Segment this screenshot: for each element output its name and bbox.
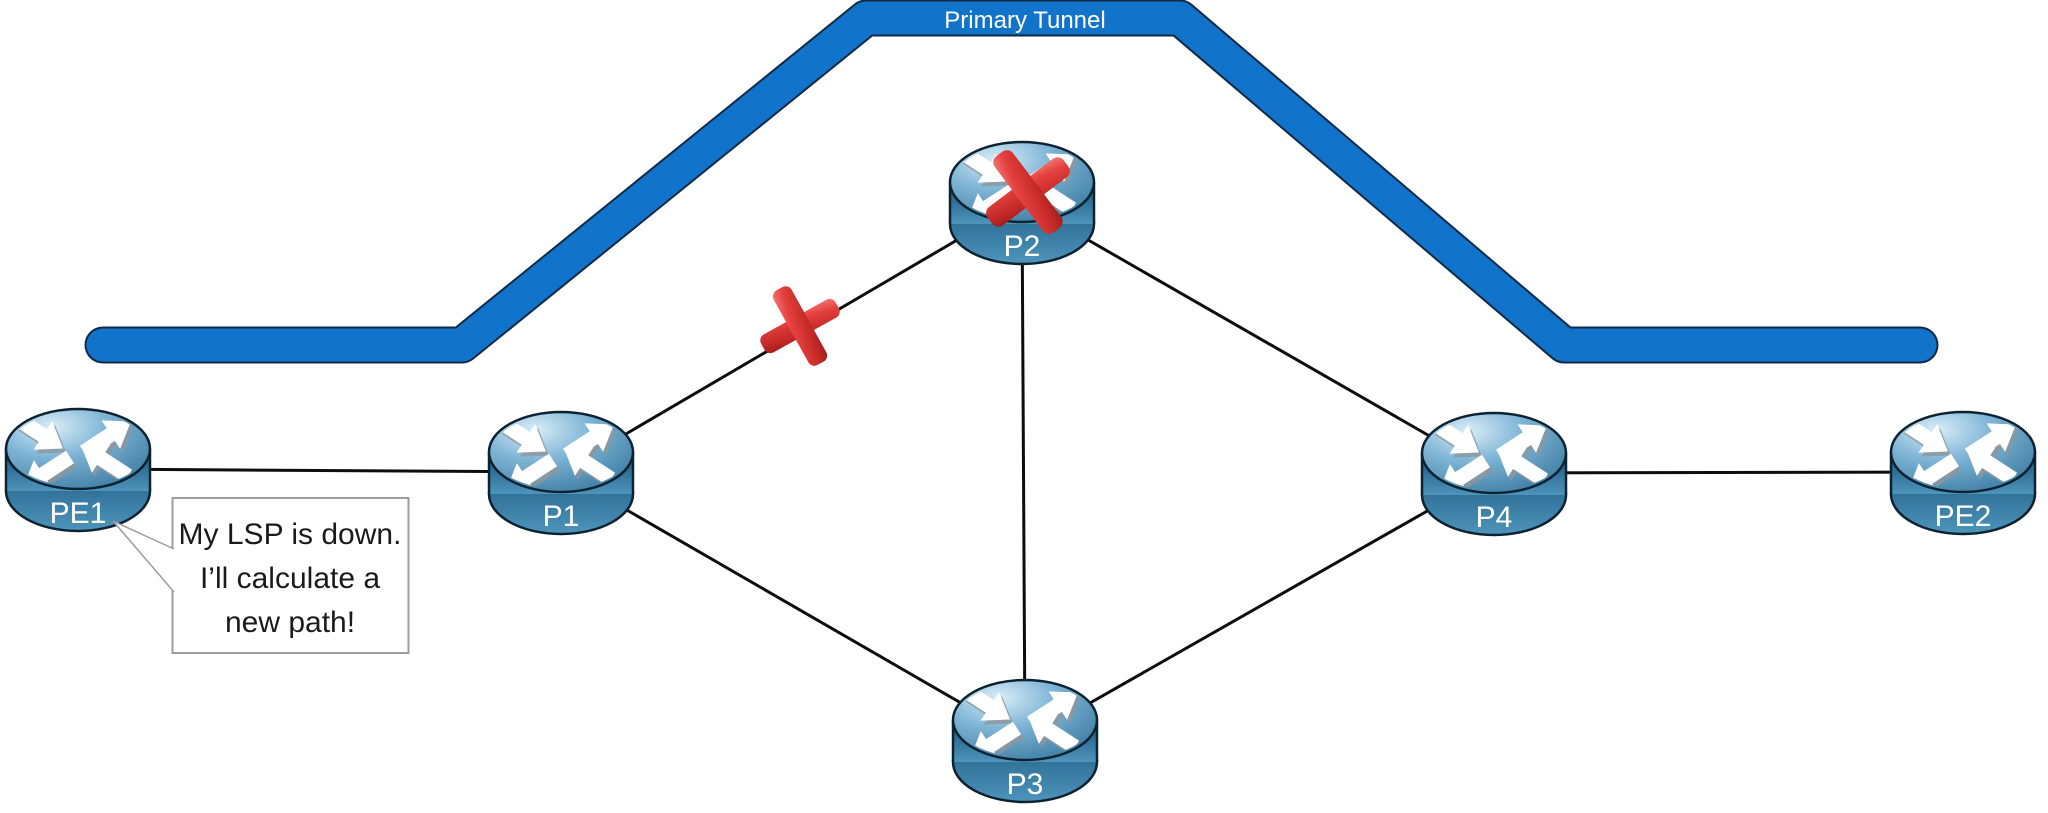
link-pe1-p1 <box>77 467 562 474</box>
router-p3: P3 <box>953 675 1097 802</box>
callout-box <box>171 497 410 654</box>
link-p1-p3 <box>560 470 1026 742</box>
router-label-p1: P1 <box>543 500 580 533</box>
primary-tunnel-label: Primary Tunnel <box>944 7 1105 34</box>
callout-line-2: I’ll calculate a <box>200 562 380 595</box>
callout-line-3: new path! <box>225 606 355 639</box>
primary-tunnel: Primary Tunnel <box>84 0 1939 364</box>
router-label-p4: P4 <box>1476 501 1513 534</box>
link-p4-pe2 <box>1493 470 1964 475</box>
router-label-p3: P3 <box>1007 768 1044 801</box>
router-p4: P4 <box>1422 408 1566 535</box>
link-p2-p4 <box>1021 200 1495 475</box>
router-pe1: PE1 <box>6 404 150 531</box>
callout-tail <box>112 520 175 593</box>
link-p2-p3 <box>1020 201 1027 741</box>
lsp-callout-bubble: My LSP is down. I’ll calculate a new pat… <box>112 497 410 654</box>
primary-tunnel-band <box>86 1 1937 362</box>
router-pe2: PE2 <box>1891 407 2035 534</box>
failure-x-icon-link-p1-p2 <box>753 279 847 373</box>
callout-line-1: My LSP is down. <box>179 518 402 551</box>
router-label-p2: P2 <box>1004 230 1041 263</box>
router-p2: P2 <box>950 137 1094 264</box>
link-p3-p4 <box>1024 471 1495 742</box>
router-p1: P1 <box>489 407 633 534</box>
router-label-pe1: PE1 <box>50 497 107 530</box>
physical-links <box>77 200 1964 742</box>
router-label-pe2: PE2 <box>1935 500 1992 533</box>
